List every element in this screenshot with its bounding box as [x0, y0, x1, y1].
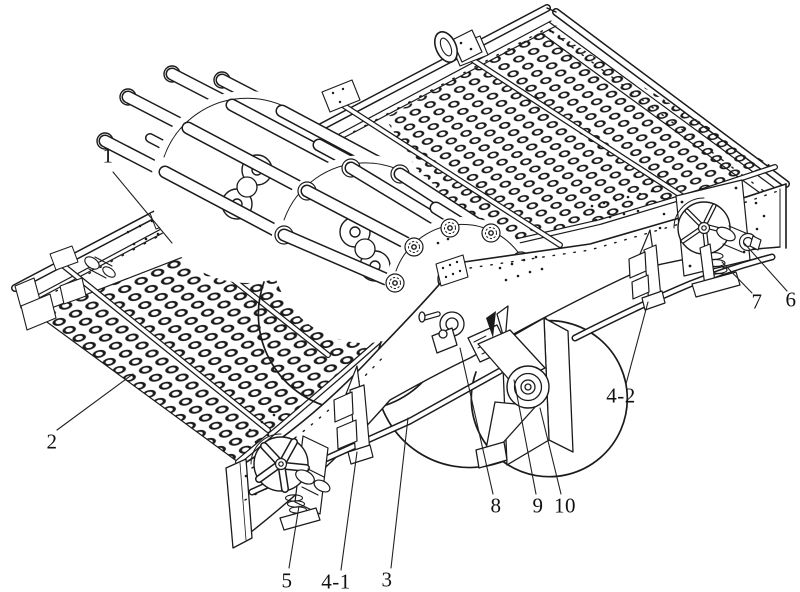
part-label-9: 9 — [532, 493, 544, 518]
leader-lines — [56, 171, 788, 571]
rivet-dots — [126, 189, 766, 478]
leader-7 — [721, 261, 753, 294]
part-label-4-1: 4-1 — [321, 569, 351, 592]
frame-left-end — [14, 256, 116, 331]
part-label-4-2: 4-2 — [606, 383, 636, 408]
motor-assembly — [418, 305, 574, 469]
part-label-6: 6 — [785, 287, 797, 312]
left-wheel-spring-assembly — [250, 433, 331, 531]
leader-6 — [743, 242, 788, 292]
part-label-10: 10 — [554, 493, 576, 518]
support-bracket-4-1 — [333, 365, 374, 465]
leader-4-1 — [340, 451, 358, 571]
leader-9 — [513, 379, 537, 495]
lifting-lug — [433, 29, 483, 63]
leader-5 — [288, 505, 300, 569]
part-label-2: 2 — [46, 429, 58, 454]
part-label-7: 7 — [751, 289, 763, 314]
leader-4-2 — [625, 301, 649, 385]
leader-2 — [56, 373, 134, 431]
support-bracket-4-2 — [628, 229, 666, 311]
part-label-1: 1 — [102, 143, 114, 168]
screen-deck-upper — [321, 28, 778, 255]
leader-8 — [459, 347, 494, 495]
leader-10 — [539, 407, 562, 495]
right-wheel-spring-assembly — [673, 179, 762, 298]
leader-3 — [390, 417, 409, 569]
leader-1 — [112, 171, 173, 244]
part-label-3: 3 — [381, 567, 393, 592]
part-label-5: 5 — [281, 568, 293, 592]
part-label-8: 8 — [490, 493, 502, 518]
